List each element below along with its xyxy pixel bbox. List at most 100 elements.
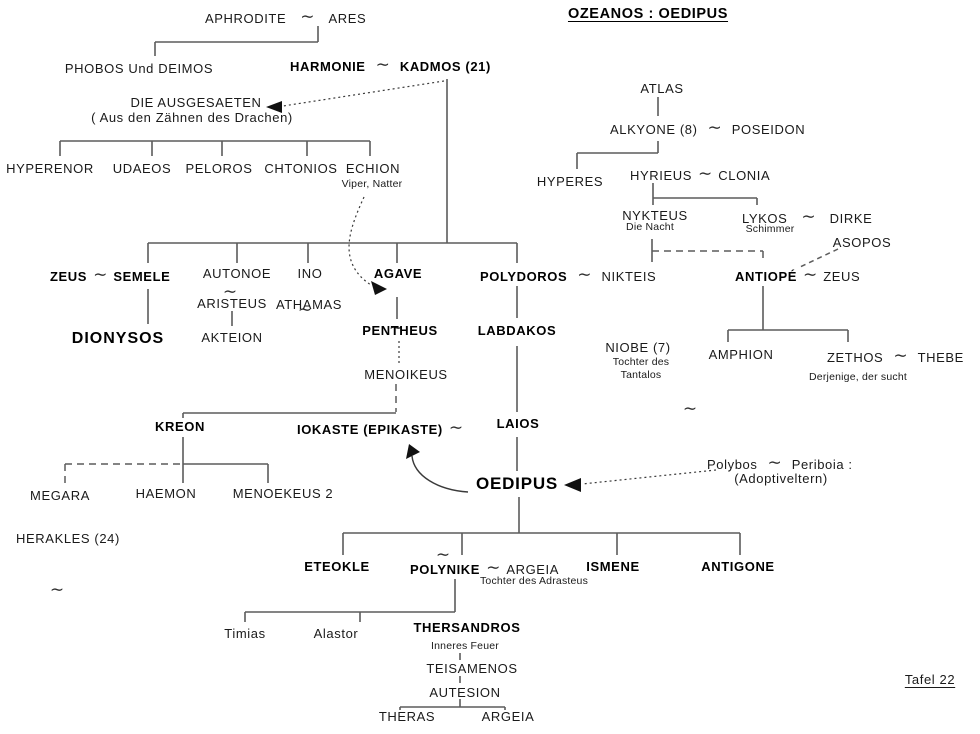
union-tilde: ∼ bbox=[388, 317, 404, 337]
couple-polybos-periboia: Polybos ∼ Periboia : bbox=[707, 453, 863, 473]
node-adoptiveltern: (Adoptiveltern) bbox=[734, 471, 828, 486]
node-kadmos: KADMOS (21) bbox=[399, 59, 491, 74]
node-nykteus: NYKTEUS bbox=[622, 208, 688, 223]
node-aphrodite: APHRODITE bbox=[205, 11, 287, 26]
union-tilde: ∼ bbox=[375, 55, 390, 74]
node-autesion: AUTESION bbox=[429, 685, 501, 700]
node-zethos-sub: Derjenige, der sucht bbox=[809, 371, 907, 383]
union-tilde: ∼ bbox=[297, 299, 313, 319]
node-hyperenor: HYPERENOR bbox=[6, 161, 94, 176]
node-thersandros-sub: Inneres Feuer bbox=[431, 640, 499, 652]
union-tilde: ∼ bbox=[49, 580, 65, 600]
node-argeia-wife: ARGEIA bbox=[506, 562, 560, 577]
node-hyperes: HYPERES bbox=[536, 174, 604, 189]
couple-iokaste: IOKASTE (EPIKASTE) ∼ bbox=[297, 418, 469, 438]
couple-harmonie-kadmos: HARMONIE ∼ KADMOS (21) bbox=[290, 55, 501, 75]
dashed-connectors bbox=[64, 248, 839, 485]
union-tilde: ∼ bbox=[682, 398, 698, 418]
node-labdakos: LABDAKOS bbox=[477, 323, 557, 338]
couple-zethos-thebe: ZETHOS ∼ THEBE bbox=[827, 347, 974, 366]
union-tilde: ∼ bbox=[448, 418, 464, 437]
node-echion: ECHION bbox=[345, 161, 401, 176]
union-tilde: ∼ bbox=[300, 7, 315, 26]
arrowhead-iokaste bbox=[406, 444, 420, 459]
node-ismene: ISMENE bbox=[586, 559, 640, 574]
node-menoekeus2: MENOEKEUS 2 bbox=[232, 486, 334, 501]
node-alastor: Alastor bbox=[313, 626, 359, 641]
node-theras: THERAS bbox=[378, 709, 436, 724]
node-amphion: AMPHION bbox=[708, 347, 774, 362]
node-oedipus: OEDIPUS bbox=[475, 474, 559, 493]
node-haemon: HAEMON bbox=[135, 486, 197, 501]
union-tilde: ∼ bbox=[767, 453, 782, 472]
node-iokaste: IOKASTE (EPIKASTE) bbox=[297, 422, 443, 437]
node-thebe: THEBE bbox=[917, 350, 964, 365]
node-lykos-sub: Schimmer bbox=[745, 223, 795, 235]
couple-alkyone-poseidon: ALKYONE (8) ∼ POSEIDON bbox=[610, 119, 815, 138]
union-tilde: ∼ bbox=[435, 545, 451, 565]
diagram-title: OZEANOS : OEDIPUS bbox=[567, 6, 729, 22]
couple-zeus-semele: ZEUS ∼ SEMELE bbox=[50, 265, 176, 285]
node-timias: Timias bbox=[224, 626, 266, 641]
node-argeia-daughter: ARGEIA bbox=[481, 709, 535, 724]
union-tilde: ∼ bbox=[802, 265, 818, 284]
arrowheads bbox=[266, 101, 581, 492]
union-tilde: ∼ bbox=[486, 558, 501, 577]
node-aristeus: ARISTEUS bbox=[197, 296, 267, 311]
node-megara: MEGARA bbox=[30, 488, 90, 503]
couple-antiope-zeus: ANTIOPÉ ∼ ZEUS bbox=[735, 265, 866, 285]
node-kreon: KREON bbox=[155, 419, 205, 434]
node-pentheus: PENTHEUS bbox=[362, 323, 438, 338]
node-periboia: Periboia : bbox=[791, 457, 853, 472]
arrowhead-ausgesaeten bbox=[266, 101, 282, 113]
union-tilde: ∼ bbox=[93, 265, 108, 284]
node-zeus-right: ZEUS bbox=[823, 269, 861, 284]
node-nykteus-sub: Die Nacht bbox=[626, 221, 674, 233]
node-thersandros: THERSANDROS bbox=[413, 620, 521, 635]
node-asopos: ASOPOS bbox=[832, 235, 892, 250]
node-ino: INO bbox=[297, 266, 323, 281]
node-atlas: ATLAS bbox=[640, 81, 684, 96]
node-niobe-sub1: Tochter des bbox=[612, 356, 670, 368]
node-laios: LAIOS bbox=[496, 416, 540, 431]
node-menoikeus: MENOIKEUS bbox=[364, 367, 448, 382]
node-ausgesaeten-sub: ( Aus den Zähnen des Drachen) bbox=[91, 110, 293, 125]
node-autonoe: AUTONOE bbox=[202, 266, 272, 281]
node-niobe: NIOBE (7) bbox=[605, 340, 671, 355]
node-agave: AGAVE bbox=[373, 266, 423, 281]
node-peloros: PELOROS bbox=[185, 161, 253, 176]
node-polynike: POLYNIKE bbox=[410, 562, 481, 577]
node-udaeos: UDAEOS bbox=[112, 161, 172, 176]
node-akteion: AKTEION bbox=[201, 330, 263, 345]
node-chtonios: CHTONIOS bbox=[264, 161, 338, 176]
node-lykos: LYKOS bbox=[742, 211, 788, 226]
node-athamas: ATHAMAS bbox=[275, 297, 343, 312]
union-tilde: ∼ bbox=[698, 164, 713, 183]
node-clonia: CLONIA bbox=[718, 168, 771, 183]
dotted-arrows bbox=[282, 80, 717, 493]
node-harmonie: HARMONIE bbox=[290, 59, 366, 74]
couple-aphrodite-ares: APHRODITE ∼ ARES bbox=[205, 7, 380, 27]
arrowhead-agave bbox=[371, 281, 387, 295]
node-dionysos: DIONYSOS bbox=[71, 330, 165, 347]
couple-lykos-dirke: LYKOS ∼ DIRKE bbox=[742, 207, 886, 227]
union-tilde: ∼ bbox=[801, 207, 816, 226]
node-hyrieus: HYRIEUS bbox=[630, 168, 692, 183]
couple-hyrieus-clonia: HYRIEUS ∼ CLONIA bbox=[630, 164, 776, 184]
node-antigone: ANTIGONE bbox=[701, 559, 775, 574]
couple-polynike-argeia: POLYNIKE ∼ ARGEIA bbox=[410, 558, 565, 578]
solid-connectors bbox=[59, 26, 849, 710]
union-tilde: ∼ bbox=[222, 282, 238, 301]
node-ares: ARES bbox=[328, 11, 367, 26]
node-argeia-sub: Tochter des Adrasteus bbox=[479, 575, 589, 587]
node-semele: SEMELE bbox=[113, 269, 171, 284]
node-antiope: ANTIOPÉ bbox=[735, 269, 797, 284]
node-phobos-deimos: PHOBOS Und DEIMOS bbox=[64, 61, 214, 76]
node-zethos: ZETHOS bbox=[827, 350, 884, 365]
node-teisamenos: TEISAMENOS bbox=[426, 661, 518, 676]
node-polybos: Polybos bbox=[707, 457, 758, 472]
node-polydoros: POLYDOROS bbox=[480, 269, 568, 284]
node-herakles: HERAKLES (24) bbox=[16, 531, 120, 546]
